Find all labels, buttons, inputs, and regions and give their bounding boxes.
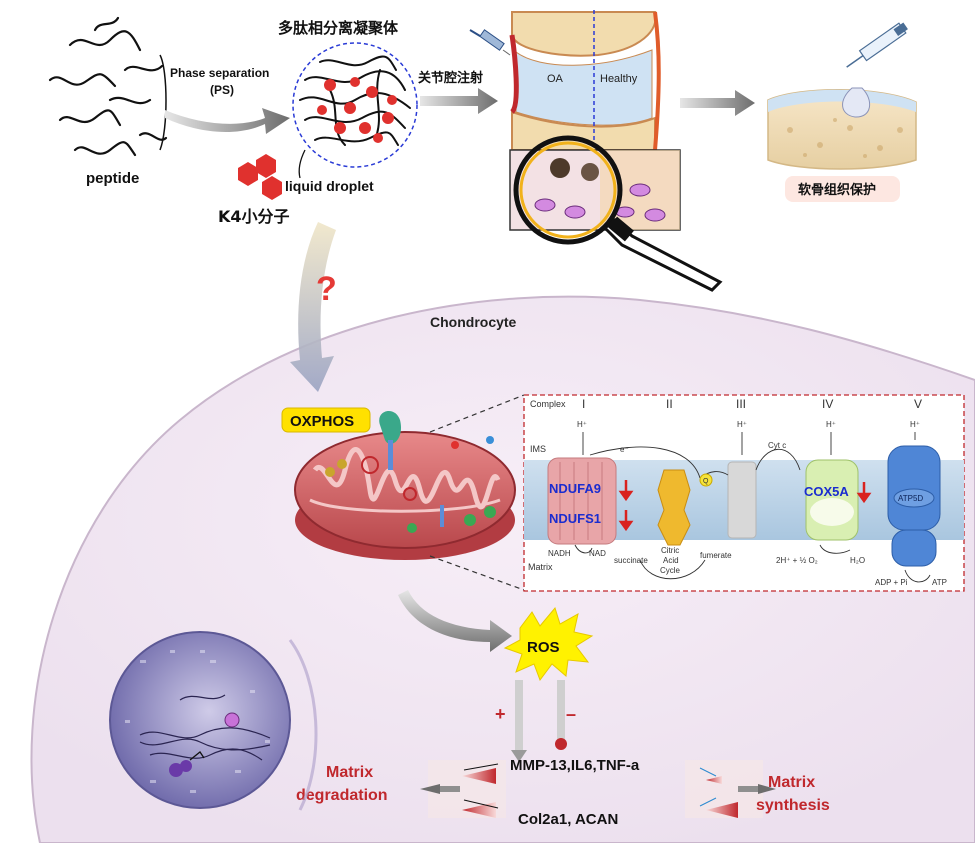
condensate-title: 多肽相分离凝聚体 [278, 19, 399, 37]
matrix-compartment-label: Matrix [528, 562, 553, 572]
etc-complex-i-label: I [582, 397, 585, 411]
cartilage-label-box [785, 176, 900, 202]
oa-label: OA [547, 73, 564, 85]
magnifier-icon [513, 135, 723, 292]
phase-separation-abbr: (PS) [210, 83, 234, 97]
complex-iii-protein [727, 461, 757, 539]
activation-bar [515, 680, 523, 752]
etc-flow-arrows [574, 432, 931, 583]
injection-label: 关节腔注射 [418, 70, 483, 86]
activation-plus: + [495, 704, 506, 724]
zoom-line-bottom [429, 555, 525, 591]
mechanism-arrow [290, 222, 336, 392]
phase-separation-arrow [165, 108, 290, 134]
ndufs1-label: NDUFS1 [549, 511, 601, 526]
knee-joint-illustration [509, 10, 661, 151]
inhibition-bar [557, 680, 565, 740]
h-plus-iv: H⁺ [826, 420, 836, 429]
complex-v-protein [887, 445, 941, 567]
matrix-synthesis-label-2: synthesis [756, 797, 830, 814]
complex-i-protein [547, 457, 617, 545]
etc-complex-iii-label: III [736, 397, 746, 411]
oxygen-reaction-label: 2H⁺ + ½ O₂ [776, 556, 818, 565]
h-plus-v: H⁺ [910, 420, 920, 429]
ros-arrow [398, 590, 512, 652]
peptide-bracket [159, 54, 167, 151]
etc-complex-label: Complex [530, 399, 566, 409]
citric-acid-label-3: Cycle [660, 566, 681, 575]
degradation-indicator [420, 760, 506, 818]
chondrocyte-title: Chondrocyte [430, 314, 517, 330]
synthesis-indicator [685, 760, 776, 818]
cartilage-illustration [767, 22, 917, 170]
complex-iv-protein [805, 459, 859, 541]
atp-label: ATP [932, 578, 947, 587]
peptide-chains [48, 16, 168, 157]
nucleus [109, 631, 291, 809]
matrix-degradation-label-1: Matrix [326, 764, 373, 781]
nad-label: NAD [589, 549, 606, 558]
inhibition-minus: – [566, 704, 576, 724]
citric-acid-label-2: Acid [663, 556, 679, 565]
downregulated-arrow-icon [856, 482, 872, 504]
inhibition-end [555, 738, 567, 750]
h-plus-iii: H⁺ [737, 420, 747, 429]
membrane-proteins [325, 410, 496, 533]
adp-label: ADP + Pi [875, 578, 908, 587]
syringe-small-icon [469, 29, 511, 56]
inflammatory-genes-label: MMP-13,IL6,TNF-a [510, 757, 640, 774]
nadh-label: NADH [548, 549, 571, 558]
water-label: H₂O [850, 556, 865, 565]
ims-label: IMS [530, 444, 546, 454]
healthy-label: Healthy [600, 73, 638, 85]
ros-burst-icon [503, 606, 594, 682]
etc-complex-v-label: V [914, 397, 922, 411]
etc-complex-ii-label: II [666, 397, 673, 411]
fumerate-label: fumerate [700, 551, 732, 560]
injection-arrow [420, 88, 498, 114]
cartilage-protection-label: 软骨组织保护 [798, 182, 876, 198]
downregulated-arrow-icon [618, 480, 634, 532]
matrix-synthesis-label-1: Matrix [768, 774, 815, 791]
joint-zoom-panel [509, 149, 681, 231]
golgi-membrane [288, 639, 318, 811]
peptide-label: peptide [86, 170, 139, 187]
liquid-droplet-label: liquid droplet [285, 178, 374, 194]
atp5d-label: ATP5D [898, 494, 923, 503]
matrix-genes-label: Col2a1, ACAN [518, 811, 618, 828]
succinate-label: succinate [614, 556, 648, 565]
h-plus-i: H⁺ [577, 420, 587, 429]
q-coenzyme [699, 473, 713, 487]
oxphos-badge [281, 407, 371, 433]
droplet-k4-molecules [317, 77, 397, 143]
q-label: Q [703, 478, 709, 485]
mitochondrion [294, 431, 516, 560]
citric-acid-label-1: Citric [661, 546, 679, 555]
complex-ii-protein [657, 469, 691, 546]
k4-label: K4小分子 [218, 207, 290, 226]
ros-label: ROS [527, 639, 560, 656]
oxphos-label: OXPHOS [290, 413, 354, 430]
k4-molecule-icon [238, 154, 282, 200]
matrix-degradation-label-2: degradation [296, 787, 388, 804]
etc-complex-iv-label: IV [822, 397, 833, 411]
activation-arrowhead [511, 750, 527, 762]
cartilage-arrow [680, 90, 755, 116]
droplet-pointer [298, 149, 306, 179]
cytc-label: Cyt c [768, 441, 786, 450]
question-mark: ? [316, 270, 337, 308]
zoom-line-top [429, 394, 525, 433]
ndufa9-label: NDUFA9 [549, 481, 601, 496]
e-minus-label: e⁻ [620, 445, 629, 454]
phase-separation-label: Phase separation [170, 66, 269, 80]
cox5a-label: COX5A [804, 484, 849, 499]
